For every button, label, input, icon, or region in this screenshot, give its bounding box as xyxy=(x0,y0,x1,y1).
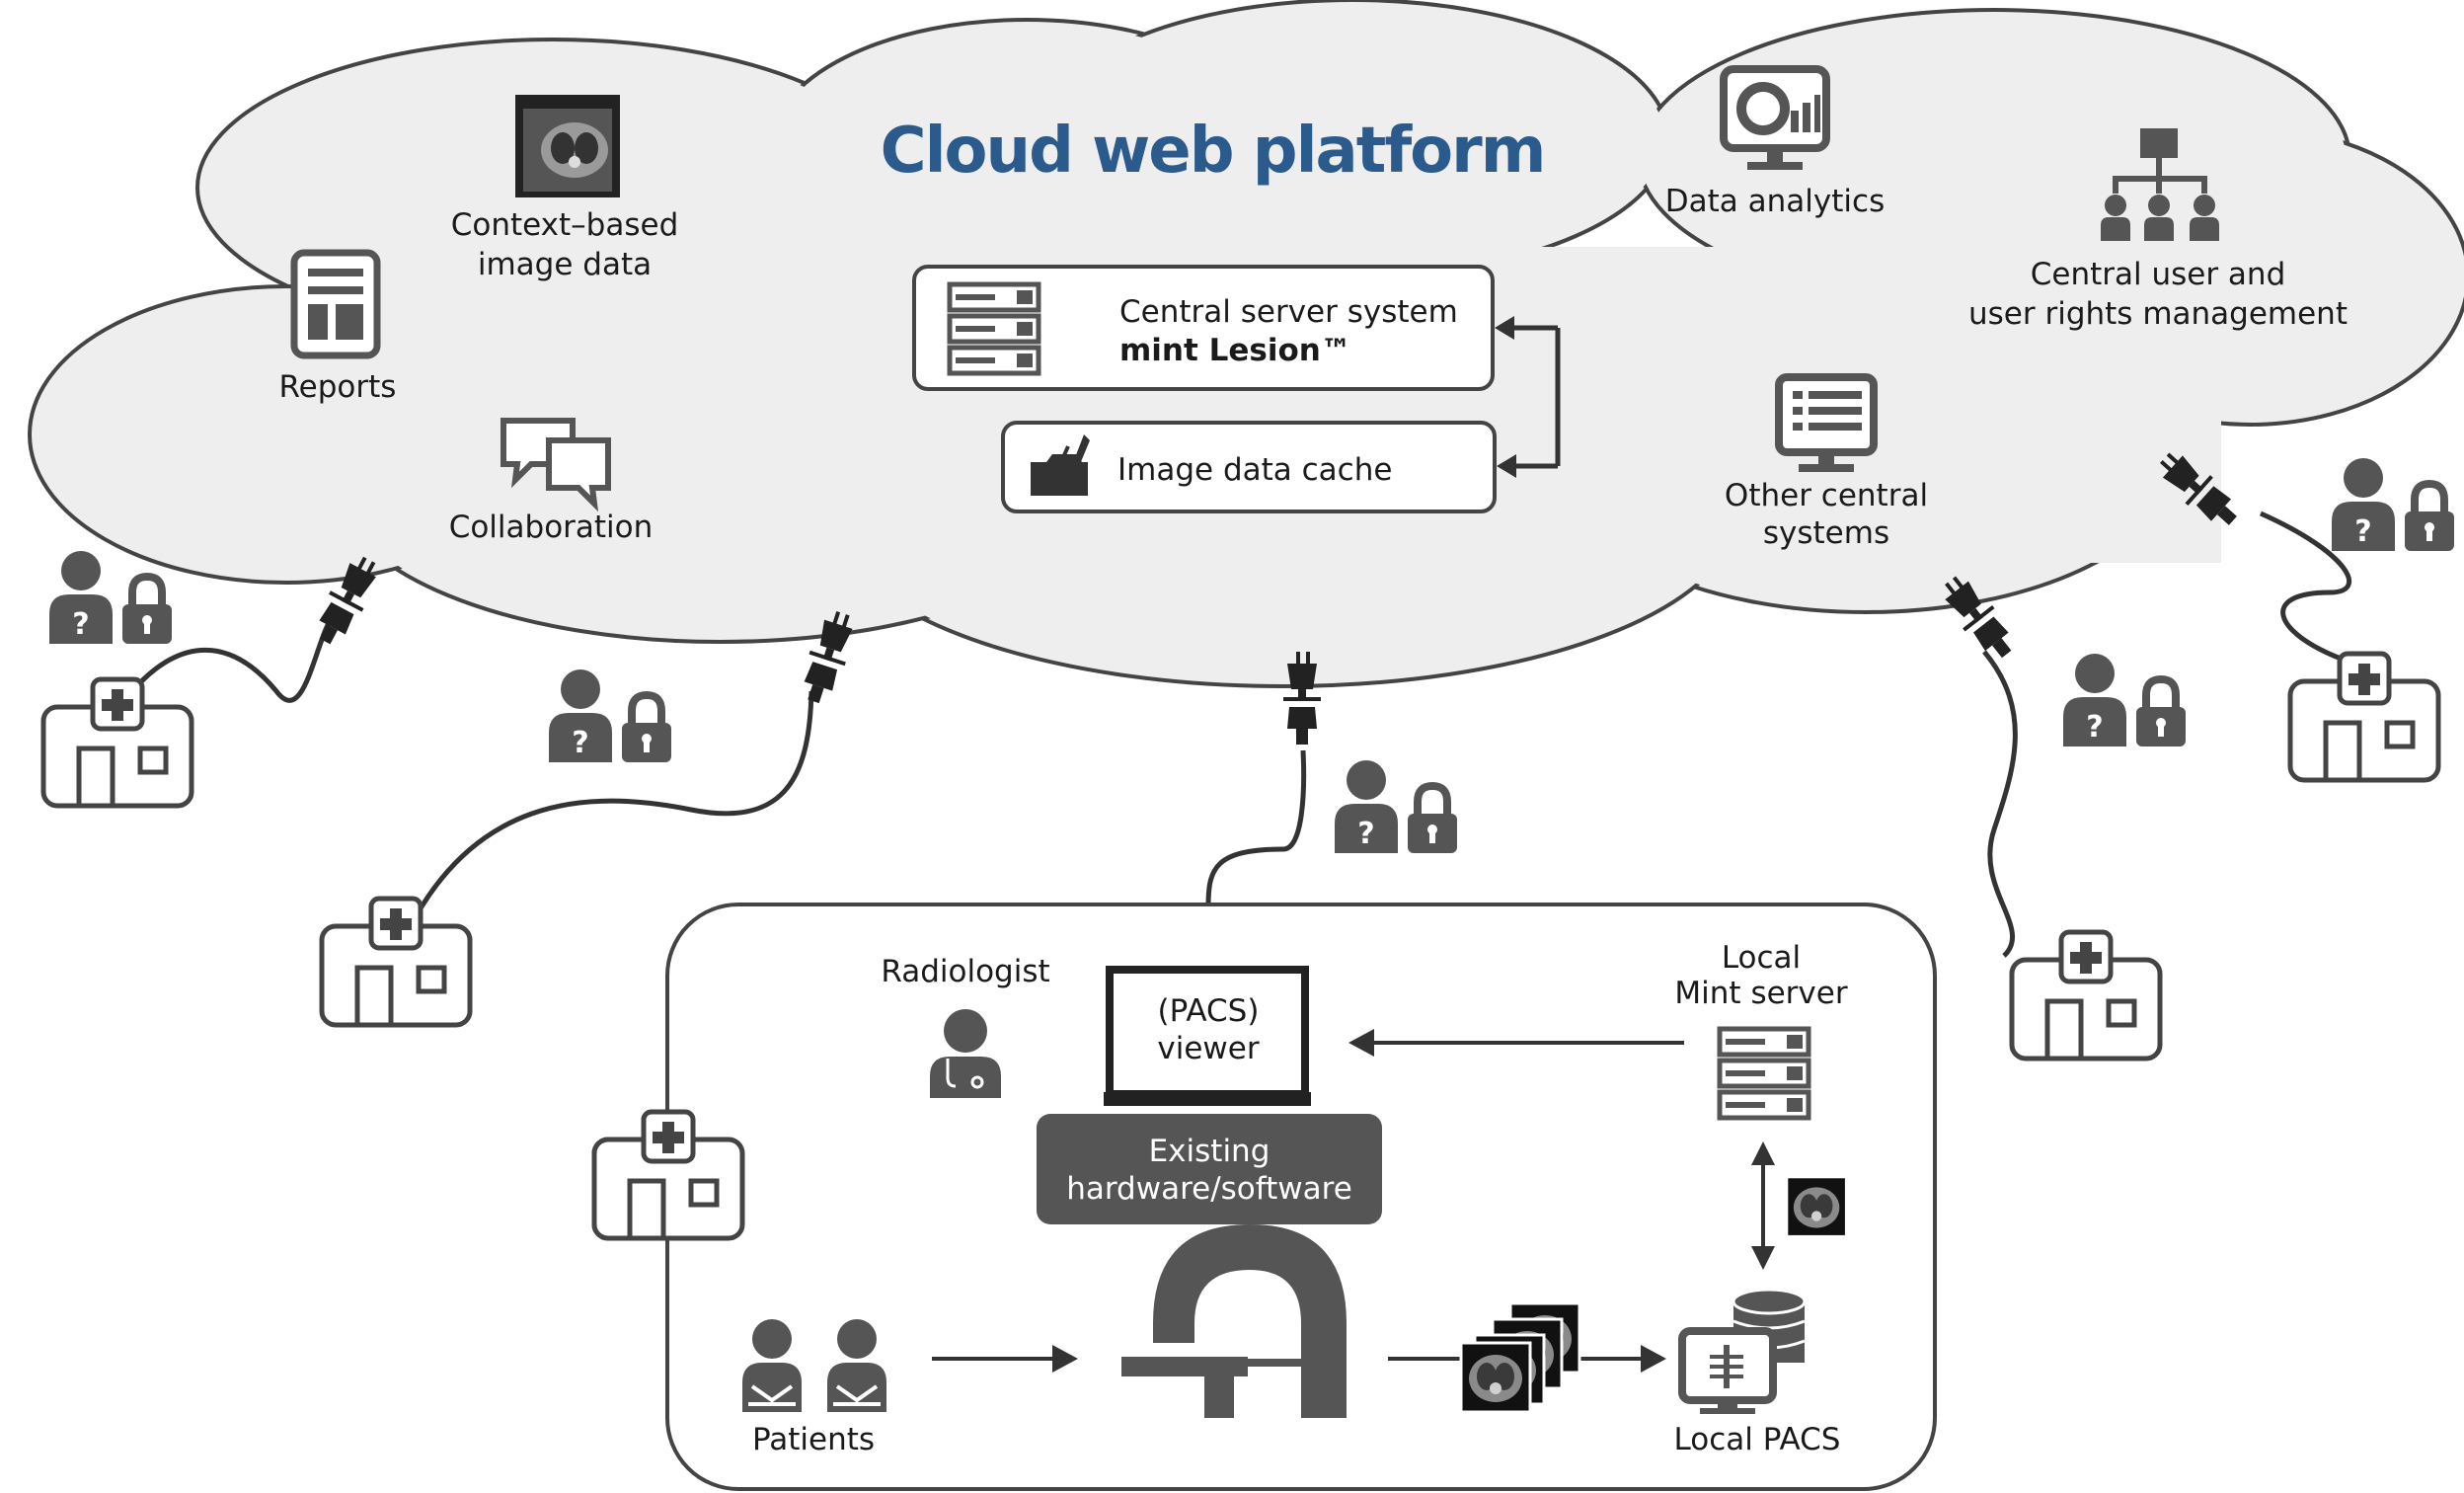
user-lock-icon xyxy=(549,669,671,762)
context-image-label-1: Context–based xyxy=(451,207,679,243)
hospital-icon xyxy=(2012,932,2160,1059)
server-icon xyxy=(950,284,1039,373)
pacs-viewer-label-2: viewer xyxy=(1157,1031,1259,1066)
pacs-monitor-icon xyxy=(1678,1327,1777,1414)
image-cache-label: Image data cache xyxy=(1117,452,1392,488)
plug-connector-icon xyxy=(1283,652,1321,745)
image-cache-box xyxy=(1001,421,1497,513)
monitor-chart-icon xyxy=(1720,65,1830,170)
patients-label: Patients xyxy=(752,1422,875,1457)
user-mgmt-label-1: Central user and xyxy=(2031,257,2286,292)
user-lock-icon xyxy=(2063,654,2186,746)
other-systems-label-2: systems xyxy=(1763,515,1889,551)
ct-slice-image xyxy=(1785,1175,1848,1238)
reports-label: Reports xyxy=(279,369,397,405)
radiologist-label: Radiologist xyxy=(881,954,1049,989)
folder-icon xyxy=(1031,434,1090,496)
central-server-label-2: mint Lesion™ xyxy=(1119,333,1351,368)
user-mgmt-label-2: user rights management xyxy=(1968,296,2348,332)
user-lock-icon xyxy=(1335,760,1457,853)
existing-label-2: hardware/software xyxy=(1066,1171,1352,1207)
ct-image-icon xyxy=(515,95,620,197)
server-pacs-double-arrow xyxy=(1751,1141,1775,1270)
local-mint-label-1: Local xyxy=(1722,940,1801,976)
context-image-label-2: image data xyxy=(478,247,652,282)
user-lock-icon xyxy=(2332,458,2454,551)
patients-to-scanner-arrow xyxy=(932,1345,1078,1373)
user-lock-icon xyxy=(49,551,172,644)
list-monitor-icon xyxy=(1775,373,1878,472)
chat-icon xyxy=(500,418,611,512)
local-mint-label-2: Mint server xyxy=(1674,976,1847,1011)
central-server-box xyxy=(912,265,1495,391)
hospital-icon xyxy=(2290,654,2438,780)
report-icon xyxy=(290,249,381,359)
existing-system-box xyxy=(1037,1114,1382,1224)
org-chart-icon xyxy=(2101,128,2219,241)
pacs-viewer-monitor xyxy=(1104,966,1311,1106)
ct-scanner-icon xyxy=(1121,1224,1347,1418)
hospital-icon xyxy=(322,899,470,1025)
server-to-viewer-arrow xyxy=(1348,1029,1684,1057)
page-title: Cloud web platform xyxy=(881,115,1545,188)
collaboration-label: Collaboration xyxy=(449,510,654,545)
doctor-icon xyxy=(930,1009,1001,1098)
ct-slice-image xyxy=(1459,1341,1532,1414)
pacs-viewer-label-1: (PACS) xyxy=(1158,993,1260,1029)
cache-connector-arrow xyxy=(1495,316,1561,478)
cables xyxy=(106,511,2351,961)
existing-label-1: Existing xyxy=(1149,1134,1270,1169)
other-systems-label-1: Other central xyxy=(1725,478,1928,513)
hospital-icon xyxy=(43,679,192,806)
server-icon xyxy=(1720,1029,1809,1118)
data-analytics-label: Data analytics xyxy=(1665,184,1885,219)
local-pacs-label: Local PACS xyxy=(1674,1422,1841,1457)
central-server-label-1: Central server system xyxy=(1119,294,1458,330)
